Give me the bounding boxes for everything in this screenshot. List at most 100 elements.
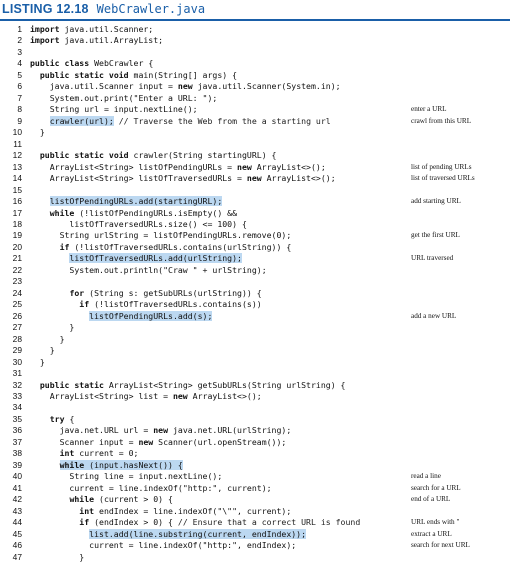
code-text: System.out.print("Enter a URL: "); [30,92,218,103]
line-number: 42 [12,494,22,505]
code-text: crawler(url); // Traverse the Web from t… [49,115,331,126]
code-text: public class WebCrawler { [30,58,154,69]
code-line: 26 listOfPendingURLs.add(s);add a new UR… [0,310,510,322]
code-line: 14 ArrayList<String> listOfTraversedURLs… [0,173,510,184]
margin-annotation: list of pending URLs [411,162,472,171]
code-line: 16 listOfPendingURLs.add(startingURL);ad… [0,196,510,207]
code-line: 9 crawler(url); // Traverse the Web from… [0,115,510,127]
code-text: String url = input.nextLine(); [30,104,198,115]
line-number: 6 [17,81,22,92]
line-number: 46 [12,540,22,551]
code-line: 30 } [0,357,510,368]
listing-label: LISTING 12.18 [2,2,89,16]
highlighted-code: listOfPendingURLs.add(s); [89,310,213,321]
code-text: int endIndex = line.indexOf("\"", curren… [79,505,292,516]
code-line: 29 } [0,345,510,356]
code-line: 11 [0,139,510,150]
code-line: 46 current = line.indexOf("http:", endIn… [0,540,510,551]
line-number: 44 [12,517,22,528]
code-line: 47 } [0,552,510,563]
code-text: ArrayList<String> list = new ArrayList<>… [30,391,262,401]
code-text: } [30,322,75,333]
code-text: list.add(line.substring(current, endInde… [30,528,307,540]
code-line: 20 if (!listOfTraversedURLs.contains(url… [0,242,510,253]
margin-annotation: search for next URL [411,541,470,550]
code-text: if (!listOfTraversedURLs.contains(urlStr… [59,241,292,252]
line-number: 2 [17,35,22,46]
code-text: listOfPendingURLs.add(startingURL); [30,196,223,207]
code-line: 21 listOfTraversedURLs.add(urlString); UR… [0,253,510,264]
line-number: 11 [13,138,22,149]
code-line: 37 Scanner input = new Scanner(url.openS… [0,437,510,448]
line-number: 40 [12,471,22,482]
line-number: 29 [12,345,22,356]
code-line: 25 if (!listOfTraversedURLs.contains(s)) [0,299,510,310]
code-text: if (!listOfTraversedURLs.contains(s)) [79,299,262,310]
code-text: } [30,333,65,344]
code-line: 12 public static void crawler(String sta… [0,150,510,161]
code-line: 6 java.util.Scanner input = new java.uti… [0,81,510,92]
code-text: ArrayList<String> listOfPendingURLs = ne… [30,161,326,172]
line-number: 3 [17,46,22,57]
margin-annotation: URL traversed [411,254,454,263]
line-number: 5 [17,69,22,80]
line-number: 9 [17,115,22,126]
code-text: System.out.println("Craw " + urlString); [30,264,267,275]
code-text: } [30,127,45,138]
code-text: public static ArrayList<String> getSubUR… [39,379,346,390]
code-line: 15 [0,185,510,196]
margin-annotation: extract a URL [411,529,452,538]
line-number: 15 [12,184,22,195]
code-text: int current = 0; [59,448,139,459]
listing-filename: WebCrawler.java [96,2,206,16]
code-text: current = line.indexOf("http:", current)… [30,482,272,493]
margin-annotation: enter a URL [411,105,447,114]
line-number: 31 [12,368,22,379]
code-text: String urlString = listOfPendingURLs.rem… [30,230,292,241]
line-number: 21 [12,253,22,264]
code-line: 45 list.add(line.substring(current, endI… [0,528,510,540]
code-line: 35 try { [0,414,510,425]
code-line: 27 } [0,322,510,333]
code-line: 40 String line = input.nextLine();read a… [0,471,510,482]
line-number: 24 [12,287,22,298]
margin-annotation: crawl from this URL [411,116,472,125]
margin-annotation: read a line [411,472,441,481]
line-number: 12 [12,150,22,161]
margin-annotation: search for a URL [411,483,461,492]
line-number: 38 [12,448,22,459]
margin-annotation: add starting URL [411,197,461,206]
code-text: import java.util.ArrayList; [30,35,164,46]
code-text: listOfTraversedURLs.size() <= 100) { [30,218,247,229]
line-number: 39 [12,459,22,470]
line-number: 7 [17,92,22,103]
line-number: 33 [12,391,22,401]
code-listing: 1 import java.util.Scanner; 2 import java.u… [0,24,510,563]
code-text: Scanner input = new Scanner(url.openStre… [30,436,287,447]
code-text: listOfPendingURLs.add(s); [30,310,213,322]
code-text: public static void main(String[] args) { [39,69,238,80]
code-text: import java.util.Scanner; [30,24,154,34]
line-number: 47 [12,551,22,562]
code-line: 18 listOfTraversedURLs.size() <= 100) { [0,219,510,230]
code-line: 10 } [0,127,510,138]
line-number: 13 [12,161,22,172]
line-number: 26 [12,310,22,321]
line-number: 43 [12,505,22,516]
line-number: 1 [17,24,22,34]
code-line: 3 [0,47,510,58]
line-number: 14 [12,173,22,184]
code-line: 36 java.net.URL url = new java.net.URL(u… [0,425,510,436]
margin-annotation: end of a URL [411,495,451,504]
code-line: 17 while (!listOfPendingURLs.isEmpty() &… [0,208,510,219]
line-number: 19 [12,230,22,241]
code-line: 28 } [0,334,510,345]
line-number: 8 [17,104,22,115]
code-text: listOfTraversedURLs.add(urlString); [30,253,242,264]
code-line: 42 while (current > 0) {end of a URL [0,494,510,505]
code-line: 32 public static ArrayList<String> getSu… [0,380,510,391]
margin-annotation: get the first URL [411,231,460,240]
code-line: 44 if (endIndex > 0) { // Ensure that a … [0,517,510,528]
code-text: } [30,345,55,356]
line-number: 20 [12,241,22,252]
